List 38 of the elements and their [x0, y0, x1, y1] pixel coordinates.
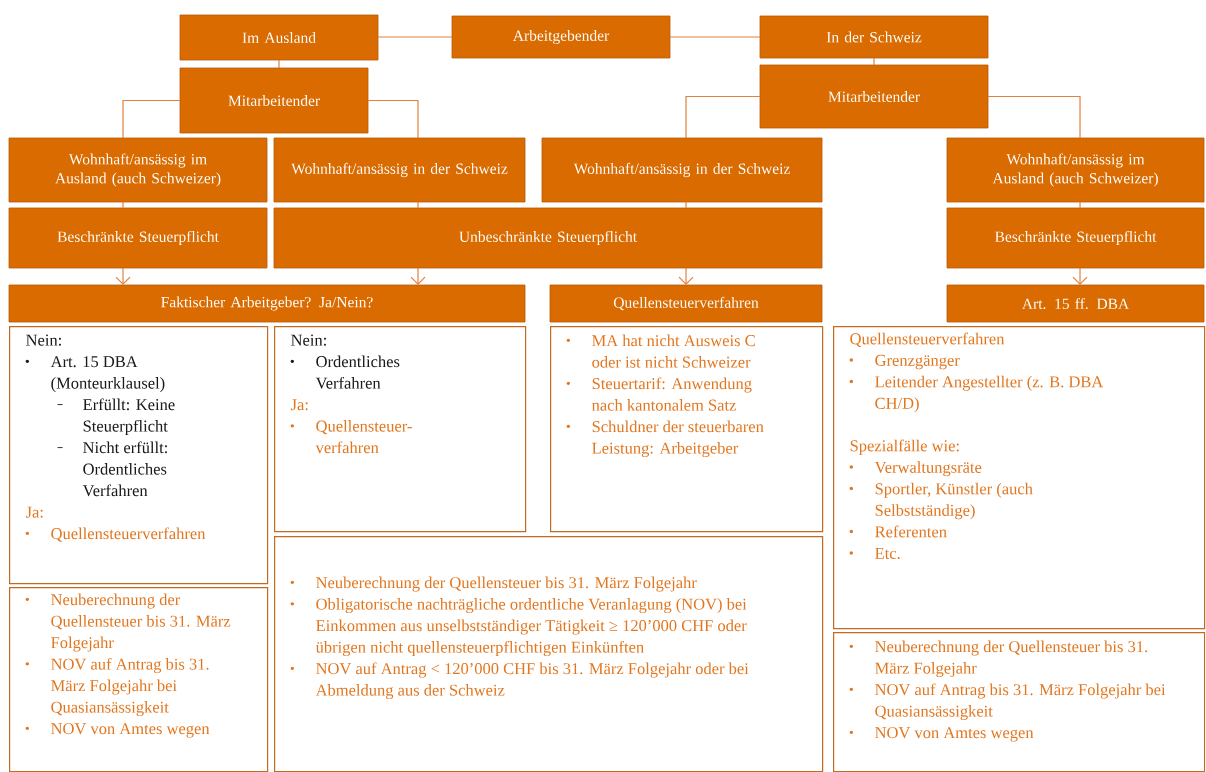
connector-line	[873, 57, 875, 66]
flow-box: Arbeitgebender	[451, 15, 671, 59]
connector-line	[278, 59, 280, 69]
connector-line	[1079, 201, 1081, 209]
flow-box: Wohnhaft/ansässig im Ausland (auch Schweizer)	[8, 137, 268, 203]
flow-box: Wohnhaft/ansässig im Ausland (auch Schweizer)	[946, 137, 1205, 203]
flow-box: Beschränkte Steuerpflicht	[8, 207, 268, 269]
connector-line	[417, 201, 419, 209]
arrow	[115, 267, 131, 285]
flow-box: Wohnhaft/ansässig in der Schweiz	[541, 137, 823, 203]
flow-box: Wohnhaft/ansässig in der Schweiz	[273, 137, 526, 203]
arrow	[678, 267, 694, 285]
connector-line	[377, 36, 453, 38]
flow-box: Beschränkte Steuerpflicht	[946, 207, 1205, 269]
connector-line	[669, 36, 761, 38]
text-box: Neuberechnung der Quellensteuer bis 31. März Folgejahr NOV auf Antrag bis 31. März Folgejahr bei Quasiansässigkeit NOV von Amtes wegen	[833, 632, 1206, 772]
flow-box: Mitarbeitender	[759, 64, 989, 129]
connector-line	[987, 95, 1081, 139]
text-box: MA hat nicht Ausweis C oder ist nicht Schweizer Steuertarif: Anwendung nach kantonalem Satz Schuldner der steuerbaren Leistung: Arbeitgeber	[550, 326, 824, 533]
text-box: Neuberechnung der Quellensteuer bis 31. März Folgejahr NOV auf Antrag bis 31. März Folgejahr bei Quasiansässigkeit NOV von Amtes wegen	[9, 587, 269, 772]
text-box: Nein: Ordentliches Verfahren Ja: Quellensteuer-verfahren	[274, 326, 527, 533]
connector-line	[685, 95, 761, 139]
arrow	[410, 267, 426, 285]
flow-box: Faktischer Arbeitgeber? Ja/Nein?	[8, 284, 526, 323]
flow-box: Mitarbeitender	[179, 67, 369, 134]
text-box: Quellensteuerverfahren Grenzgänger Leitender Angestellter (z. B. DBA CH/D) Spezialfälle wie: Verwaltungsräte Sportler, Künstler (auch Selbstständige) Referenten Etc.	[833, 326, 1206, 630]
connector-line	[367, 99, 419, 139]
connector-line	[122, 201, 124, 209]
text-box: Neuberechnung der Quellensteuer bis 31. März Folgejahr Obligatorische nachträgliche ordentliche Veranlagung (NOV) bei Einkommen aus unselbstständiger Tätigkeit ≥ 120’000 CHF oder übrigen nicht quellensteuerpflichtigen Einkünften NOV auf Antrag < 120’000 CHF bis 31. März Folgejahr oder bei Abmeldung aus der Schweiz	[274, 536, 824, 772]
flow-box: Im Ausland	[179, 14, 379, 61]
connector-line	[685, 201, 687, 209]
flow-box: Quellensteuerverfahren	[549, 284, 823, 323]
flow-box: Unbeschränkte Steuerpflicht	[273, 207, 823, 269]
flow-box: Art. 15 ff. DBA	[946, 284, 1205, 323]
connector-line	[122, 99, 181, 139]
arrow	[1072, 267, 1088, 285]
text-box: Nein: Art. 15 DBA (Monteurklausel) Erfüllt: Keine Steuerpflicht Nicht erfüllt: Ordentliches Verfahren Ja: Quellensteuerverfahren	[9, 326, 269, 585]
flow-box: In der Schweiz	[759, 15, 989, 59]
